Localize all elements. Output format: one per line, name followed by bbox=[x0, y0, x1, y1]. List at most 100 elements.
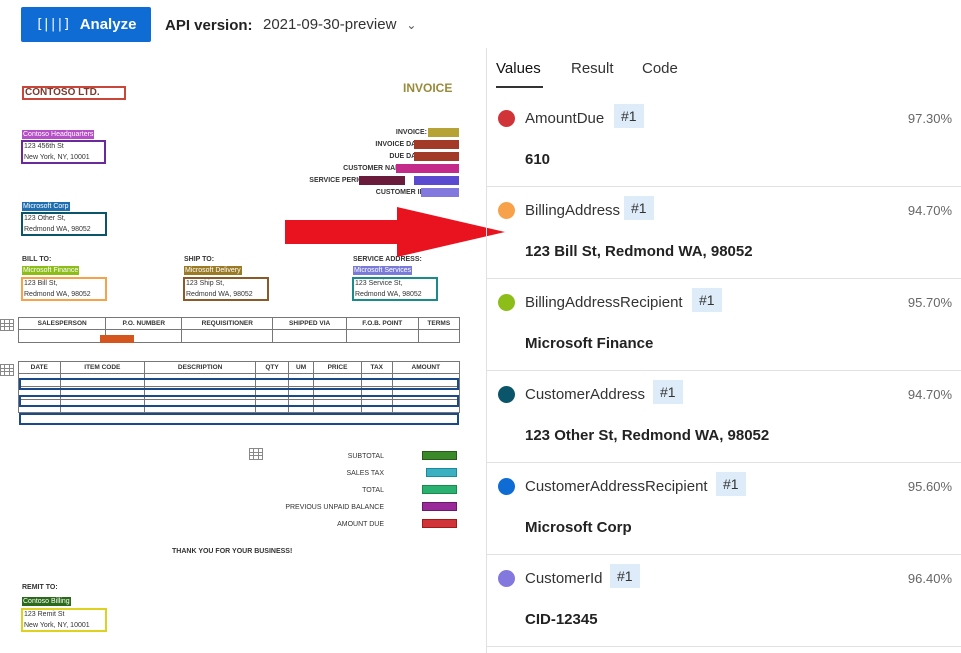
customer-name-field[interactable] bbox=[396, 164, 459, 173]
field-item-customer-address[interactable]: CustomerAddress #1 94.70% 123 Other St, … bbox=[487, 372, 961, 463]
items-col-price: PRICE bbox=[313, 361, 362, 374]
po-number-field[interactable] bbox=[100, 335, 134, 343]
field-confidence: 94.70% bbox=[907, 387, 952, 402]
field-color-dot bbox=[498, 294, 515, 311]
service-name[interactable]: Microsoft Services bbox=[353, 266, 413, 275]
api-version-label: API version: bbox=[165, 17, 253, 34]
field-confidence: 96.40% bbox=[907, 571, 952, 586]
field-value: Microsoft Finance bbox=[525, 335, 654, 352]
bill-to-name[interactable]: Microsoft Finance bbox=[22, 266, 80, 275]
item-row-2-box[interactable] bbox=[19, 395, 459, 407]
table-icon[interactable] bbox=[0, 319, 14, 331]
meta-invoice-label: INVOICE: bbox=[395, 129, 427, 136]
remit-name[interactable]: Contoso Billing bbox=[22, 597, 71, 606]
field-index-badge: #1 bbox=[624, 196, 654, 220]
meta-invoice-date-label: INVOICE DATE: bbox=[375, 141, 427, 148]
field-item-amount-due[interactable]: AmountDue #1 97.30% 610 bbox=[487, 96, 961, 187]
field-item-customer-address-recipient[interactable]: CustomerAddressRecipient #1 95.60% Micro… bbox=[487, 464, 961, 555]
previous-balance-field[interactable] bbox=[422, 502, 457, 511]
sender-address-box[interactable] bbox=[21, 140, 106, 164]
remit-line-1: 123 Remit St bbox=[24, 611, 65, 618]
subtotal-field[interactable] bbox=[422, 451, 457, 460]
bill-to-line-1: 123 Bill St, bbox=[24, 280, 58, 287]
billing-address-box[interactable] bbox=[21, 277, 107, 301]
field-item-customer-id[interactable]: CustomerId #1 96.40% CID-12345 bbox=[487, 556, 961, 647]
total-label: TOTAL bbox=[362, 487, 384, 494]
field-index-badge: #1 bbox=[692, 288, 722, 312]
invoice-title: INVOICE bbox=[403, 81, 453, 95]
field-color-dot bbox=[498, 110, 515, 127]
customer-name[interactable]: Microsoft Corp bbox=[22, 202, 70, 211]
customer-id-field[interactable] bbox=[421, 188, 459, 197]
subtotal-label: SUBTOTAL bbox=[347, 453, 384, 460]
previous-balance-label: PREVIOUS UNPAID BALANCE bbox=[285, 504, 384, 511]
header-table: SALESPERSON P.O. NUMBER REQUISITIONER SH… bbox=[17, 317, 461, 343]
field-color-dot bbox=[498, 386, 515, 403]
field-name: AmountDue bbox=[525, 110, 605, 127]
amount-due-field[interactable] bbox=[422, 519, 457, 528]
company-name: CONTOSO LTD. bbox=[25, 87, 100, 98]
tab-code[interactable]: Code bbox=[642, 60, 678, 77]
analyze-button[interactable]: [|||] Analyze bbox=[21, 7, 151, 42]
api-version-value: 2021-09-30-preview bbox=[263, 16, 397, 33]
total-field[interactable] bbox=[422, 485, 457, 494]
field-index-badge: #1 bbox=[614, 104, 644, 128]
field-color-dot bbox=[498, 570, 515, 587]
ship-to-line-2: Redmond WA, 98052 bbox=[186, 291, 253, 298]
items-col-item-code: ITEM CODE bbox=[59, 361, 146, 374]
field-name: BillingAddressRecipient bbox=[525, 294, 683, 311]
table-icon[interactable] bbox=[249, 448, 263, 460]
items-col-amount: AMOUNT bbox=[391, 361, 461, 374]
ship-to-label: SHIP TO: bbox=[184, 256, 215, 263]
meta-customer-id-label: CUSTOMER ID: bbox=[375, 189, 427, 196]
tab-values[interactable]: Values bbox=[496, 60, 541, 77]
chevron-down-icon: ⌄ bbox=[406, 17, 417, 32]
shipping-address-box[interactable] bbox=[183, 277, 269, 301]
red-arrow-icon bbox=[285, 207, 505, 257]
customer-line-1: 123 Other St, bbox=[24, 215, 66, 222]
field-value: CID-12345 bbox=[525, 611, 598, 628]
remit-address-box[interactable] bbox=[21, 608, 107, 632]
field-index-badge: #1 bbox=[716, 472, 746, 496]
field-confidence: 94.70% bbox=[907, 203, 952, 218]
results-panel: Values Result Code AmountDue #1 97.30% 6… bbox=[486, 48, 961, 653]
tab-result[interactable]: Result bbox=[571, 60, 614, 77]
sales-tax-field[interactable] bbox=[426, 468, 457, 477]
field-confidence: 95.60% bbox=[907, 479, 952, 494]
customer-line-2: Redmond WA, 98052 bbox=[24, 226, 91, 233]
table-icon[interactable] bbox=[0, 364, 14, 376]
field-item-billing-address[interactable]: BillingAddress #1 94.70% 123 Bill St, Re… bbox=[487, 188, 961, 279]
sender-name[interactable]: Contoso Headquarters bbox=[22, 130, 95, 139]
service-end-field[interactable] bbox=[414, 176, 459, 185]
analyze-scan-icon: [|||] bbox=[35, 17, 71, 32]
customer-address-box[interactable] bbox=[21, 212, 107, 236]
item-row-3-box[interactable] bbox=[19, 413, 459, 425]
thank-you-note: THANK YOU FOR YOUR BUSINESS! bbox=[172, 548, 293, 555]
item-row-1-box[interactable] bbox=[19, 378, 459, 390]
invoice-id-field[interactable] bbox=[428, 128, 459, 137]
field-name: CustomerId bbox=[525, 570, 603, 587]
ship-to-name[interactable]: Microsoft Delivery bbox=[184, 266, 242, 275]
field-index-badge: #1 bbox=[653, 380, 683, 404]
service-address-box[interactable] bbox=[352, 277, 438, 301]
api-version-dropdown[interactable]: 2021-09-30-preview ⌄ bbox=[263, 16, 416, 33]
remit-line-2: New York, NY, 10001 bbox=[24, 622, 90, 629]
field-item-billing-address-recipient[interactable]: BillingAddressRecipient #1 95.70% Micros… bbox=[487, 280, 961, 371]
due-date-field[interactable] bbox=[414, 152, 459, 161]
service-address-label: SERVICE ADDRESS: bbox=[353, 256, 422, 263]
field-name: BillingAddress bbox=[525, 202, 621, 219]
field-index-badge: #1 bbox=[610, 564, 640, 588]
sender-line-1: 123 456th St bbox=[24, 143, 64, 150]
amount-due-label: AMOUNT DUE bbox=[337, 521, 384, 528]
service-start-field[interactable] bbox=[359, 176, 405, 185]
field-value: 123 Bill St, Redmond WA, 98052 bbox=[525, 243, 753, 260]
service-line-2: Redmond WA, 98052 bbox=[355, 291, 422, 298]
field-value: 123 Other St, Redmond WA, 98052 bbox=[525, 427, 770, 444]
header-col-requisitioner: REQUISITIONER bbox=[181, 317, 274, 330]
company-name-box[interactable] bbox=[22, 86, 126, 100]
invoice-date-field[interactable] bbox=[414, 140, 459, 149]
analyze-button-label: Analyze bbox=[79, 16, 137, 33]
field-confidence: 95.70% bbox=[907, 295, 952, 310]
remit-to-label: REMIT TO: bbox=[22, 584, 58, 591]
field-confidence: 97.30% bbox=[907, 111, 952, 126]
